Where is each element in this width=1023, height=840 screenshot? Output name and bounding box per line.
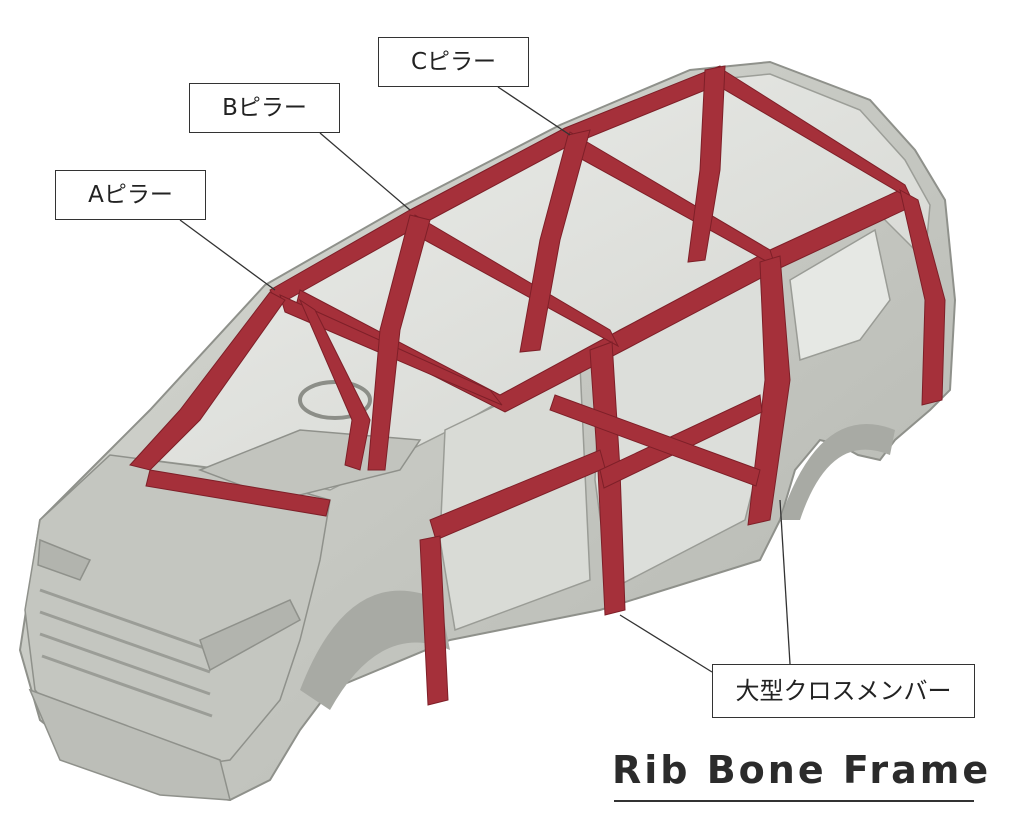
b-pillar-callout: Bピラー bbox=[189, 83, 340, 133]
headlight-right bbox=[37, 538, 92, 581]
grille bbox=[39, 588, 213, 718]
cross-member-label: 大型クロスメンバー bbox=[735, 677, 952, 705]
cross-member-leader-1 bbox=[779, 499, 791, 665]
cross-member-callout: 大型クロスメンバー bbox=[712, 664, 975, 718]
leader-lines bbox=[179, 86, 791, 673]
b-pillar-label: Bピラー bbox=[222, 94, 307, 121]
c-pillar-label: Cピラー bbox=[410, 48, 497, 75]
rib-bone-frame bbox=[129, 65, 946, 706]
c-pillar bbox=[519, 129, 591, 353]
cross-member-leader-2 bbox=[619, 614, 713, 673]
a-pillar-callout: Aピラー bbox=[55, 170, 206, 220]
headlight-left bbox=[199, 599, 301, 672]
title-underline bbox=[614, 800, 974, 802]
c-pillar-leader bbox=[497, 86, 571, 136]
a-pillar-inner bbox=[298, 298, 371, 471]
frame-title: Rib Bone Frame bbox=[612, 748, 992, 792]
d-pillar bbox=[687, 65, 726, 263]
front-frame-member bbox=[145, 469, 331, 517]
front-bumper bbox=[28, 688, 231, 801]
c-pillar-lower bbox=[747, 255, 791, 526]
front-wheel-arch bbox=[300, 590, 450, 710]
sill-front bbox=[419, 535, 449, 706]
rear-quarter-window bbox=[789, 228, 891, 362]
a-pillar-leader bbox=[179, 219, 276, 291]
cross-member-rear bbox=[549, 394, 761, 487]
rear-pillar bbox=[899, 189, 946, 406]
a-pillar-label: Aピラー bbox=[88, 181, 173, 208]
b-pillar bbox=[367, 214, 431, 471]
b-pillar-leader bbox=[319, 132, 411, 211]
rear-wheel-arch bbox=[780, 424, 895, 520]
c-pillar-callout: Cピラー bbox=[378, 37, 529, 87]
